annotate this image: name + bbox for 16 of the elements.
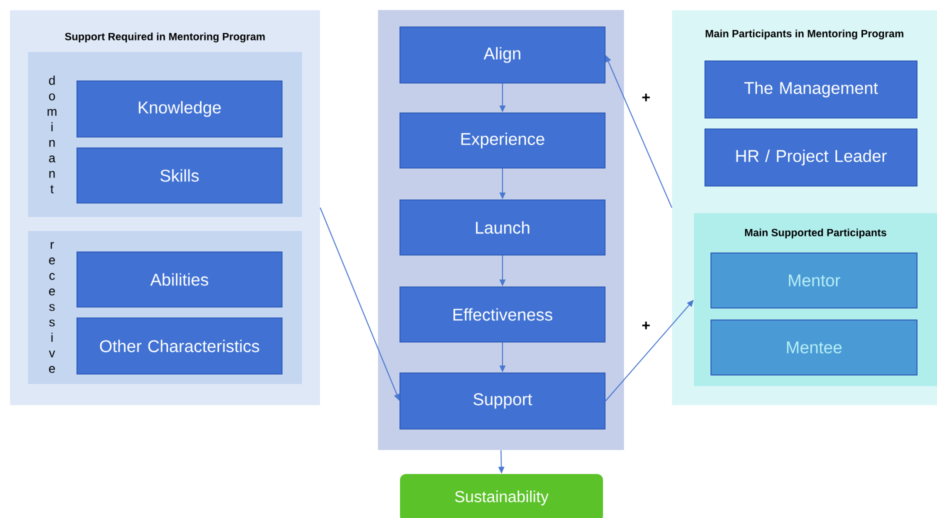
process-box: Knowledge — [76, 80, 282, 138]
process-box: The Management — [704, 60, 918, 118]
edge-label: + — [642, 322, 650, 330]
participant-box: Mentee — [710, 319, 918, 376]
process-box: Support — [400, 372, 606, 430]
process-box: Launch — [400, 199, 606, 256]
edge-label: + — [642, 94, 650, 102]
process-box: Skills — [76, 147, 282, 204]
process-box: Experience — [400, 112, 606, 168]
process-box: Abilities — [76, 251, 282, 308]
process-box: Other Characteristics — [76, 317, 282, 374]
participant-box: Mentor — [710, 252, 918, 308]
outcome-box: Sustainability — [400, 474, 603, 518]
process-box: HR / Project Leader — [704, 128, 918, 186]
process-box: Align — [400, 26, 606, 84]
process-box: Effectiveness — [400, 286, 606, 342]
